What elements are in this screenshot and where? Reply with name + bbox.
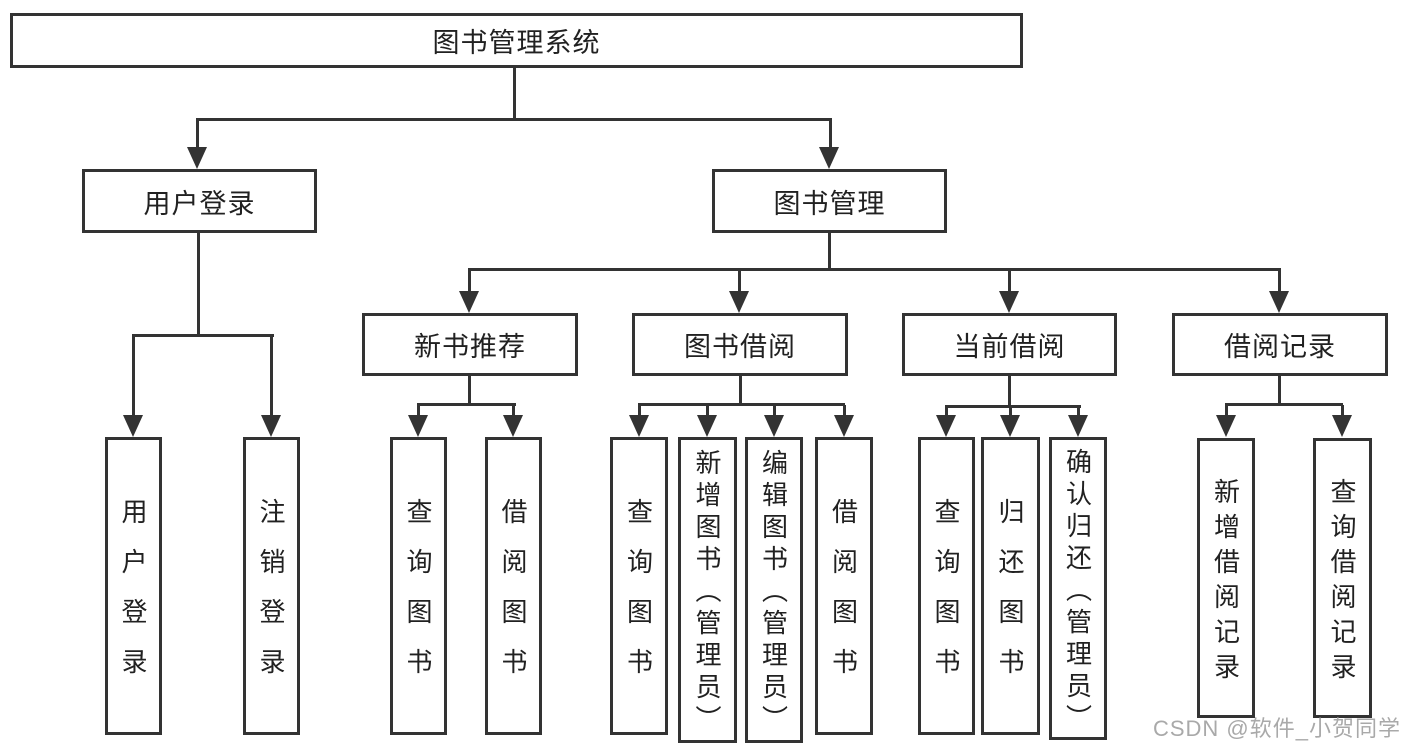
connector-line	[739, 376, 742, 405]
connector-line	[638, 405, 641, 416]
arrowhead-down	[1000, 415, 1020, 437]
arrowhead-down	[1332, 415, 1352, 437]
csdn-watermark: CSDN @软件_小贺同学	[1152, 716, 1401, 741]
node-new-book-recommend-label: 新书推荐	[414, 332, 526, 362]
connector-line	[843, 405, 846, 416]
leaf-query-books-current: 查询图书	[918, 437, 975, 735]
node-book-borrow: 图书借阅	[632, 313, 848, 376]
arrowhead-down	[819, 147, 839, 169]
connector-line	[513, 68, 516, 120]
arrowhead-down	[123, 415, 143, 437]
connector-line	[945, 407, 948, 416]
connector-line	[196, 120, 199, 150]
connector-line	[945, 405, 1081, 408]
node-borrow-records-label: 借阅记录	[1224, 332, 1336, 362]
arrowhead-down	[1068, 415, 1088, 437]
leaf-logout: 注销登录	[243, 437, 300, 735]
node-user-login-label: 用户登录	[143, 188, 256, 219]
connector-line	[132, 336, 135, 416]
arrowhead-down	[936, 415, 956, 437]
node-root: 图书管理系统	[10, 13, 1023, 68]
leaf-query-books-borrow-label: 查询图书	[623, 498, 654, 698]
leaf-confirm-return-admin-label: 确认归还（管理员）	[1062, 447, 1093, 736]
connector-line	[468, 376, 471, 405]
arrowhead-down	[503, 415, 523, 437]
leaf-add-books-admin: 新增图书（管理员）	[678, 437, 737, 743]
arrowhead-down	[764, 415, 784, 437]
arrowhead-down	[1216, 415, 1236, 437]
leaf-borrow-books-recommend: 借阅图书	[485, 437, 542, 735]
arrowhead-down	[834, 415, 854, 437]
leaf-query-borrow-record: 查询借阅记录	[1313, 438, 1372, 718]
leaf-add-borrow-record: 新增借阅记录	[1197, 438, 1255, 718]
connector-line	[1278, 270, 1281, 293]
leaf-query-borrow-record-label: 查询借阅记录	[1327, 477, 1357, 688]
connector-line	[270, 336, 273, 416]
arrowhead-down	[408, 415, 428, 437]
connector-line	[706, 405, 709, 416]
leaf-return-books: 归还图书	[981, 437, 1040, 735]
connector-line	[1077, 407, 1080, 416]
node-user-login: 用户登录	[82, 169, 317, 233]
leaf-query-books-current-label: 查询图书	[931, 498, 961, 698]
leaf-query-books-borrow: 查询图书	[610, 437, 668, 735]
connector-line	[1225, 405, 1228, 416]
leaf-borrow-books-label: 借阅图书	[828, 498, 859, 698]
arrowhead-down	[459, 291, 479, 313]
leaf-user-login: 用户登录	[105, 437, 162, 735]
leaf-add-books-admin-label: 新增图书（管理员）	[692, 449, 722, 737]
leaf-edit-books-admin: 编辑图书（管理员）	[745, 437, 803, 743]
arrowhead-down	[187, 147, 207, 169]
node-book-borrow-label: 图书借阅	[684, 332, 796, 362]
arrowhead-down	[729, 291, 749, 313]
node-current-borrow: 当前借阅	[902, 313, 1117, 376]
leaf-edit-books-admin-label: 编辑图书（管理员）	[758, 449, 789, 737]
arrowhead-down	[261, 415, 281, 437]
arrowhead-down	[697, 415, 717, 437]
node-borrow-records: 借阅记录	[1172, 313, 1388, 376]
leaf-confirm-return-admin: 确认归还（管理员）	[1049, 437, 1107, 740]
node-current-borrow-label: 当前借阅	[953, 332, 1066, 362]
connector-line	[738, 270, 741, 293]
leaf-return-books-label: 归还图书	[995, 498, 1025, 698]
connector-line	[828, 233, 831, 270]
node-book-management-label: 图书管理	[773, 188, 886, 219]
leaf-borrow-books-recommend-label: 借阅图书	[498, 498, 528, 698]
connector-line	[417, 405, 420, 416]
arrowhead-down	[629, 415, 649, 437]
connector-line	[1278, 376, 1281, 405]
connector-line	[196, 118, 832, 121]
connector-line	[197, 233, 200, 336]
connector-line	[1341, 405, 1344, 416]
leaf-query-books-recommend: 查询图书	[390, 437, 447, 735]
leaf-query-books-recommend-label: 查询图书	[403, 498, 433, 698]
arrowhead-down	[999, 291, 1019, 313]
connector-line	[829, 120, 832, 150]
connector-line	[1009, 407, 1012, 416]
connector-line	[1225, 403, 1343, 406]
connector-line	[1008, 376, 1011, 407]
node-book-management: 图书管理	[712, 169, 947, 233]
leaf-logout-label: 注销登录	[256, 498, 286, 698]
arrowhead-down	[1269, 291, 1289, 313]
leaf-add-borrow-record-label: 新增借阅记录	[1210, 477, 1241, 688]
leaf-borrow-books: 借阅图书	[815, 437, 873, 735]
connector-line	[512, 405, 515, 416]
connector-line	[468, 268, 1281, 271]
connector-line	[468, 270, 471, 293]
node-new-book-recommend: 新书推荐	[362, 313, 578, 376]
connector-line	[132, 334, 274, 337]
node-root-label: 图书管理系统	[432, 28, 601, 58]
leaf-user-login-label: 用户登录	[118, 498, 148, 698]
connector-line	[1008, 270, 1011, 293]
connector-line	[773, 405, 776, 416]
connector-line	[417, 403, 516, 406]
connector-line	[638, 403, 845, 406]
